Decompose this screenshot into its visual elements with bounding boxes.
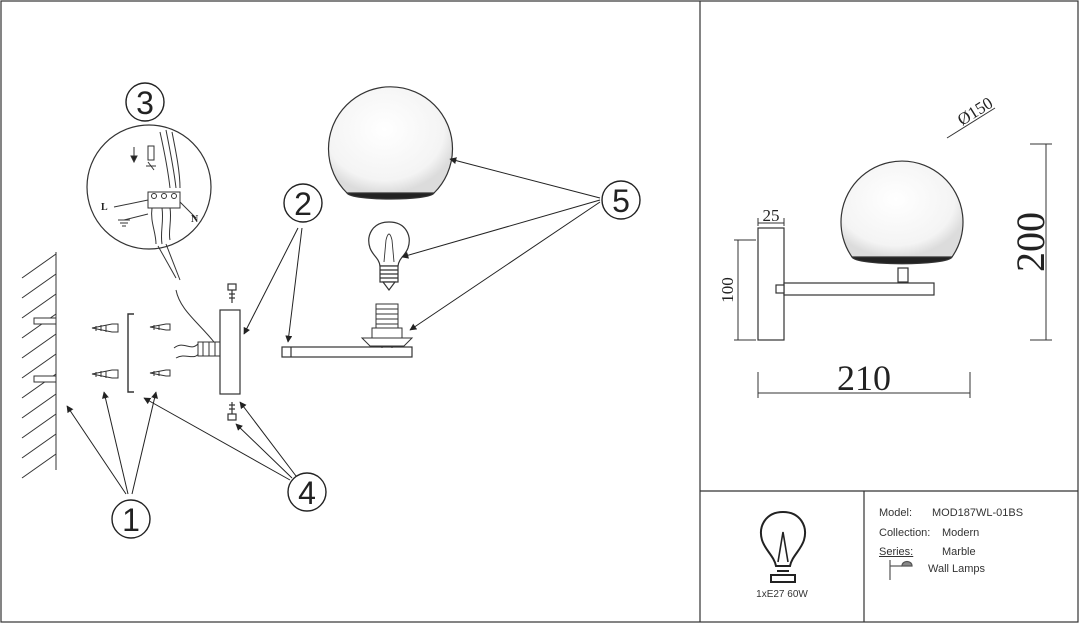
bulb-spec-text: 1xE27 60W xyxy=(756,589,808,600)
series-value: Marble xyxy=(942,546,976,558)
back-plate xyxy=(219,283,241,421)
model-value: MOD187WL-01BS xyxy=(932,507,1024,519)
dim-arm xyxy=(775,282,935,296)
lamp-arm xyxy=(281,346,413,358)
lamp-socket xyxy=(360,303,414,348)
callout-3: 3 xyxy=(125,82,165,122)
svg-text:2: 2 xyxy=(294,186,312,222)
glass-globe xyxy=(327,86,454,200)
callout-5: 5 xyxy=(601,180,641,220)
svg-text:4: 4 xyxy=(298,475,316,511)
light-bulb xyxy=(368,221,410,291)
wiring-detail: L N xyxy=(86,124,212,281)
collection-label: Collection: xyxy=(879,527,931,539)
dim-diameter-label: Ø150 xyxy=(954,93,996,129)
light-bulb-icon xyxy=(760,510,806,583)
wall xyxy=(21,252,57,479)
dim-depth-label: 210 xyxy=(837,358,891,398)
callout-4: 4 xyxy=(287,472,327,512)
mounting-bracket xyxy=(127,313,134,393)
bracket-screws xyxy=(149,323,171,377)
dim-mount-plate xyxy=(757,227,785,341)
dim-height-label: 200 xyxy=(1008,212,1053,272)
wall-lamp-icon xyxy=(889,560,913,580)
callout-arrows xyxy=(66,157,601,495)
wiring-live-label: L xyxy=(101,202,108,213)
dimension-drawing: Ø150 25 100 200 210 xyxy=(718,93,1053,398)
category-value: Wall Lamps xyxy=(928,563,986,575)
wall-plugs xyxy=(91,323,119,379)
svg-text:1: 1 xyxy=(122,502,140,538)
wires xyxy=(173,289,221,359)
svg-text:5: 5 xyxy=(612,183,630,219)
dim-mount-width-label: 25 xyxy=(763,206,780,225)
svg-text:3: 3 xyxy=(136,85,154,121)
dim-globe xyxy=(840,160,964,283)
callout-2: 2 xyxy=(283,183,323,223)
dim-mount-height-label: 100 xyxy=(718,277,737,303)
wiring-neutral-label: N xyxy=(191,214,199,225)
collection-value: Modern xyxy=(942,527,980,539)
series-label: Series: xyxy=(879,546,914,558)
callout-1: 1 xyxy=(111,499,151,539)
model-label: Model: xyxy=(879,507,913,519)
